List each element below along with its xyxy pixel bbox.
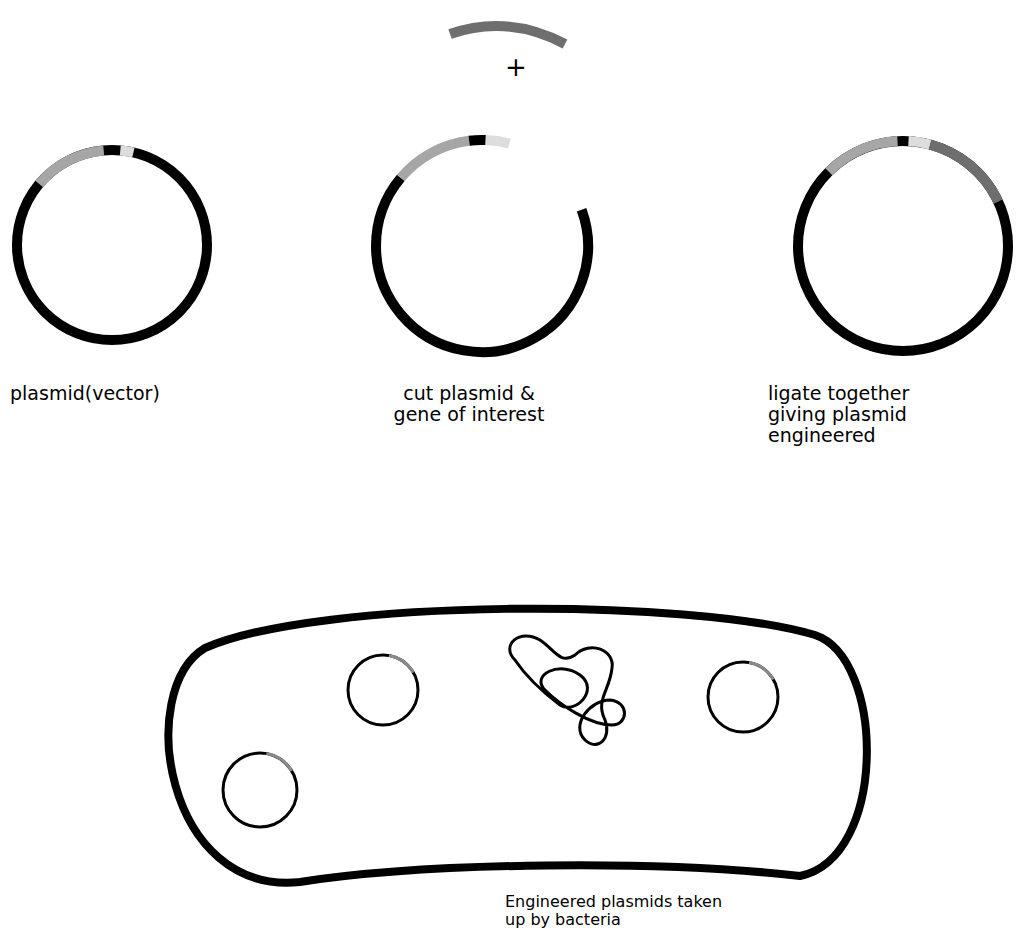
caption-label: Engineered plasmids taken up by bacteria	[505, 893, 741, 929]
plus-sign: +	[496, 52, 536, 82]
bacterium-outline	[168, 609, 866, 883]
step-label: ligate together giving plasmid engineere…	[768, 383, 946, 446]
gene-fragment	[450, 26, 565, 44]
vector-plasmid	[17, 150, 207, 340]
step-label: cut plasmid & gene of interest	[388, 383, 550, 425]
small-plasmids	[223, 655, 778, 827]
step-label: plasmid(vector)	[10, 383, 210, 404]
cut-plasmid	[376, 140, 588, 352]
engineered-plasmid	[798, 141, 1008, 351]
chromosome	[510, 636, 625, 745]
